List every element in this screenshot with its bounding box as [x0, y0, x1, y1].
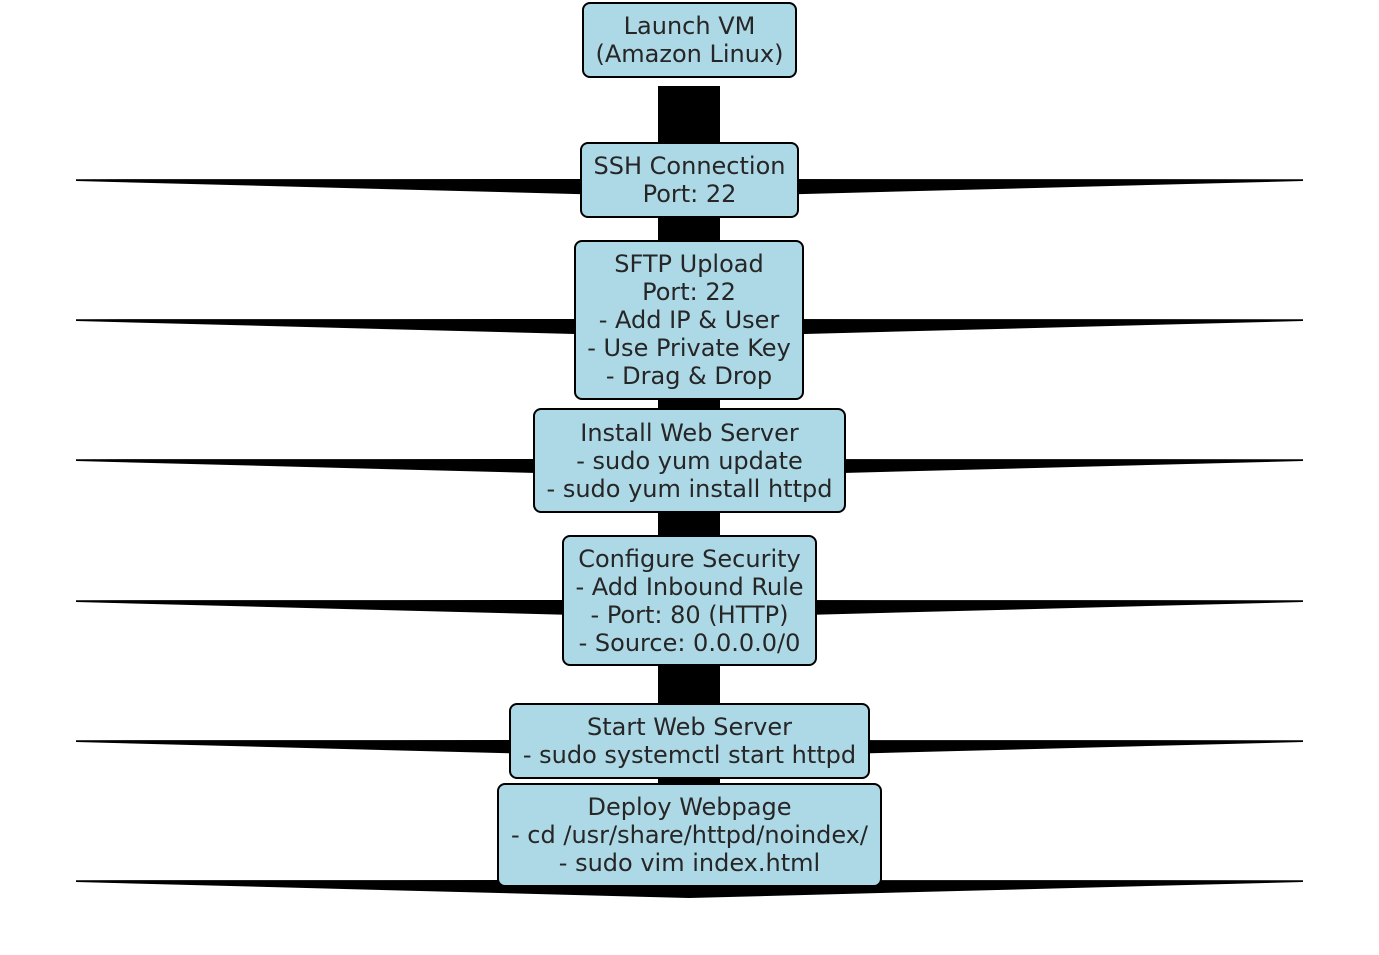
node-text-line: - sudo yum install httpd [546, 474, 833, 503]
node-text-line: - sudo vim index.html [558, 849, 821, 877]
node-text-line: - Use Private Key [587, 334, 791, 362]
node-text-line: - Add Inbound Rule [575, 572, 804, 601]
node-text-line: Configure Security [578, 544, 801, 573]
tapered-line-left [76, 600, 689, 618]
tapered-line-right [689, 600, 1303, 618]
tapered-line-left [76, 179, 689, 197]
node-text-line: - sudo yum update [576, 446, 803, 475]
node-text-line: SSH Connection [593, 152, 786, 180]
deploy-webpage-node: Deploy Webpage- cd /usr/share/httpd/noin… [497, 783, 882, 887]
node-text-line: Start Web Server [587, 713, 792, 741]
node-text-line: - Drag & Drop [605, 362, 773, 390]
tapered-line-right [689, 179, 1303, 197]
node-text-line: Port: 22 [642, 180, 737, 208]
node-text-line: Deploy Webpage [587, 793, 792, 821]
tapered-line-right [689, 319, 1303, 337]
tapered-line-left [76, 319, 689, 337]
node-text-line: - Source: 0.0.0.0/0 [578, 628, 801, 657]
install-web-server-node: Install Web Server- sudo yum update- sud… [533, 408, 846, 513]
node-text-line: Install Web Server [580, 418, 799, 447]
node-text-line: - cd /usr/share/httpd/noindex/ [511, 821, 868, 849]
launch-vm-node: Launch VM(Amazon Linux) [582, 2, 797, 78]
node-text-line: SFTP Upload [614, 250, 764, 278]
node-text-line: - Add IP & User [598, 306, 780, 334]
node-text-line: (Amazon Linux) [595, 40, 784, 68]
start-web-server-node: Start Web Server- sudo systemctl start h… [509, 703, 870, 779]
node-text-line: Port: 22 [642, 278, 736, 306]
configure-security-node: Configure Security- Add Inbound Rule- Po… [562, 535, 817, 666]
node-text-line: - sudo systemctl start httpd [522, 741, 857, 769]
node-text-line: - Port: 80 (HTTP) [590, 600, 789, 629]
node-text-line: Launch VM [623, 12, 756, 40]
